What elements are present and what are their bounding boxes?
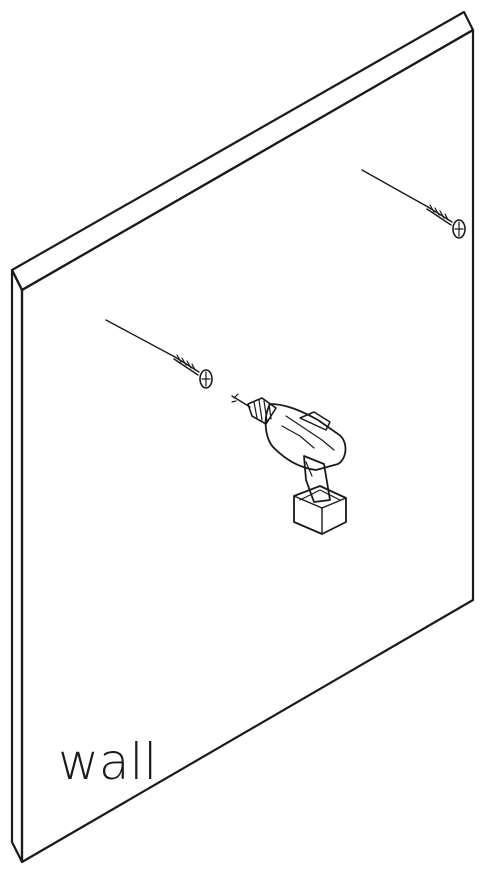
screw-top-right	[361, 169, 466, 239]
screw-left	[105, 319, 213, 389]
wall-label: wall	[58, 733, 157, 791]
drill-icon	[231, 393, 347, 535]
wall-panel	[10, 10, 475, 864]
